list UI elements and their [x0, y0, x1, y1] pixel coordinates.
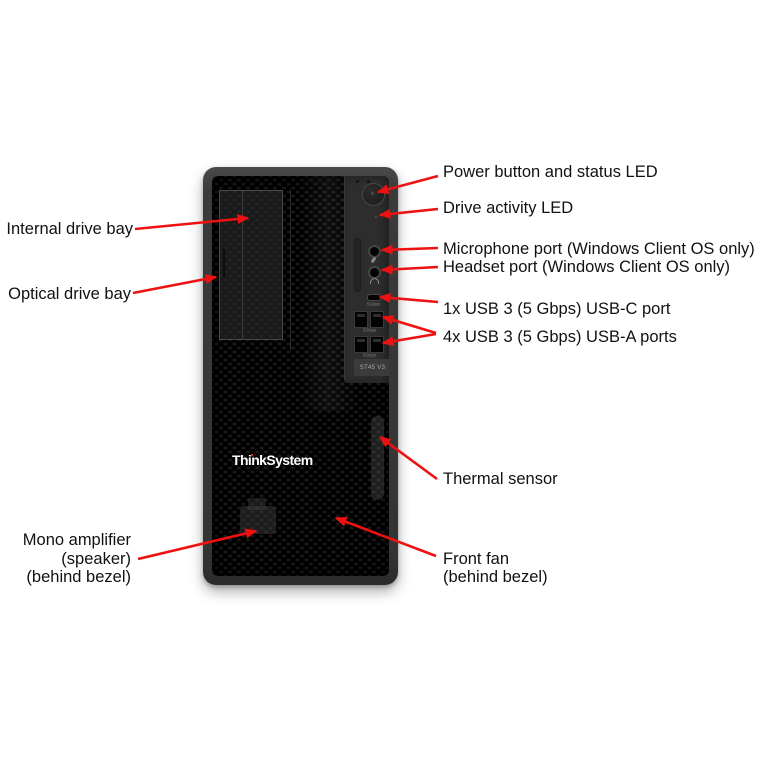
- bay-edge-line: [290, 190, 291, 350]
- usb-a-port-icon: [370, 336, 384, 353]
- optical-bay-slot: [223, 249, 225, 277]
- usb-a-port-icon: [370, 311, 384, 328]
- speaker-area: [248, 498, 266, 510]
- label-mono-amplifier: Mono amplifier (speaker) (behind bezel): [0, 531, 131, 587]
- microphone-glyph-icon: [370, 256, 376, 264]
- label-power-button: Power button and status LED: [443, 163, 658, 181]
- label-front-fan-line1: Front fan: [443, 550, 510, 568]
- label-usb-a-ports: 4x USB 3 (5 Gbps) USB-A ports: [443, 328, 677, 346]
- thermal-sensor-area: [371, 416, 384, 500]
- label-front-fan-line2: (behind bezel): [443, 567, 548, 586]
- usb-a-port-icon: [354, 311, 368, 328]
- front-bezel-mesh: ThinkSystem 5Gbps 5Gbps 5Gbps ST45 V3: [212, 176, 389, 576]
- logo-text: ThinkSystem: [232, 452, 313, 468]
- drive-bay-cover: [219, 190, 283, 340]
- logo-red-dot-icon: [250, 453, 254, 457]
- label-microphone-port: Microphone port (Windows Client OS only): [443, 240, 755, 258]
- label-mono-amplifier-line1: Mono amplifier: [22, 531, 131, 549]
- label-mono-amplifier-line3: (behind bezel): [26, 568, 131, 586]
- label-internal-drive-bay: Internal drive bay: [6, 220, 133, 238]
- usb-c-speed-label: 5Gbps: [367, 302, 381, 308]
- headset-glyph-icon: [370, 278, 379, 284]
- label-headset-port: Headset port (Windows Client OS only): [443, 258, 731, 276]
- usb-c-port-icon: [367, 294, 381, 301]
- drive-activity-led-icon: [374, 215, 378, 219]
- usb-a-speed-label: 5Gbps: [363, 353, 377, 359]
- usb-a-port-icon: [354, 336, 368, 353]
- mono-amplifier-speaker-area: [240, 506, 276, 534]
- label-front-fan: Front fan (behind bezel): [443, 550, 548, 586]
- label-optical-drive-bay: Optical drive bay: [8, 285, 131, 303]
- panel-groove: [354, 238, 361, 292]
- label-usb-c-port: 1x USB 3 (5 Gbps) USB-C port: [443, 300, 671, 318]
- bay-divider-line: [242, 191, 243, 339]
- screw-hole-icon: [367, 180, 370, 183]
- usb-a-speed-label: 5Gbps: [363, 328, 377, 334]
- screw-hole-icon: [356, 180, 359, 183]
- thinksystem-logo: ThinkSystem: [232, 452, 322, 470]
- front-io-panel: 5Gbps 5Gbps 5Gbps ST45 V3: [344, 176, 389, 383]
- model-badge-text: ST45 V3: [359, 364, 386, 371]
- label-drive-activity-led: Drive activity LED: [443, 199, 574, 217]
- server-tower: ThinkSystem 5Gbps 5Gbps 5Gbps ST45 V3: [203, 167, 398, 585]
- label-thermal-sensor: Thermal sensor: [443, 470, 558, 488]
- model-badge: ST45 V3: [354, 359, 389, 376]
- label-mono-amplifier-line2: (speaker): [61, 549, 131, 568]
- power-button-icon: [362, 183, 385, 206]
